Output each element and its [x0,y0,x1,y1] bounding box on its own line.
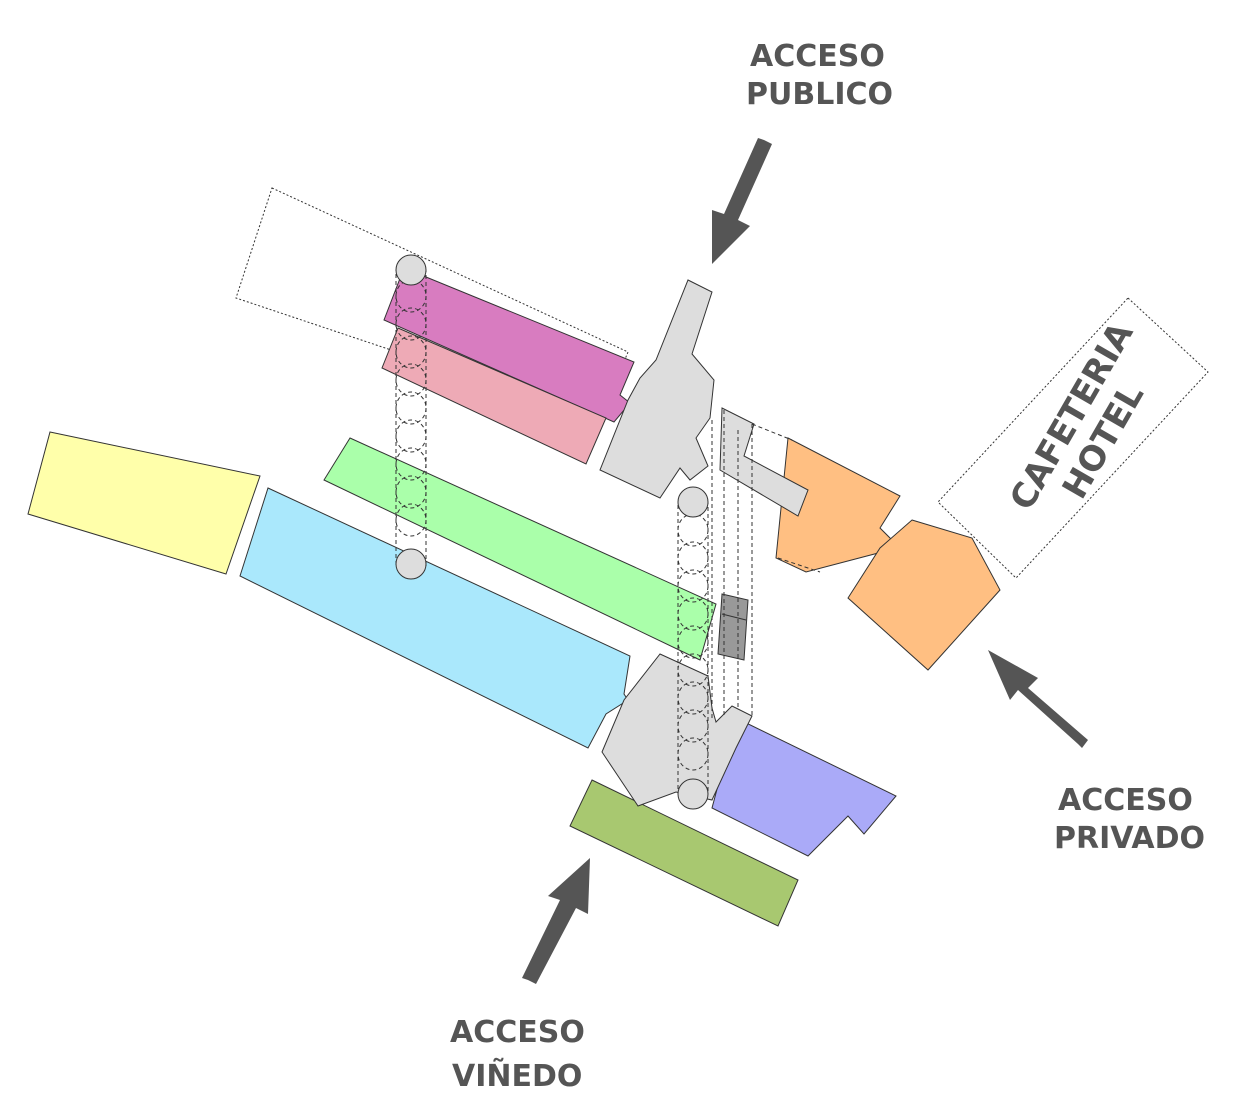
right-helix-bottom-cap [677,778,709,810]
right-helix-top-cap [677,486,709,518]
yellow-block [27,431,261,575]
gray-upper-core [599,279,715,499]
acceso-publico-label: ACCESO PUBLICO [746,39,895,112]
left-helix-bottom-cap [395,548,427,580]
orange-lower [847,519,1001,671]
pink-wing [381,327,607,465]
left-helix [395,279,427,537]
dark-element [717,593,749,661]
acceso-privado-arrow [988,650,1088,748]
cafeteria-hotel-box [937,297,1209,579]
acceso-privado-label: ACCESO PRIVADO [1054,783,1205,856]
gray-upper-corridor [719,407,809,517]
left-helix-top-cap [395,254,427,286]
olive-block [569,779,799,927]
acceso-vinedo-label: ACCESO VIÑEDO [450,1015,595,1094]
dashed-shafts [711,410,821,720]
lavender-block [711,717,897,857]
green-strip [323,437,717,661]
acceso-vinedo-arrow [522,858,590,984]
acceso-publico-arrow [712,138,772,264]
light-blue-block [239,487,631,749]
